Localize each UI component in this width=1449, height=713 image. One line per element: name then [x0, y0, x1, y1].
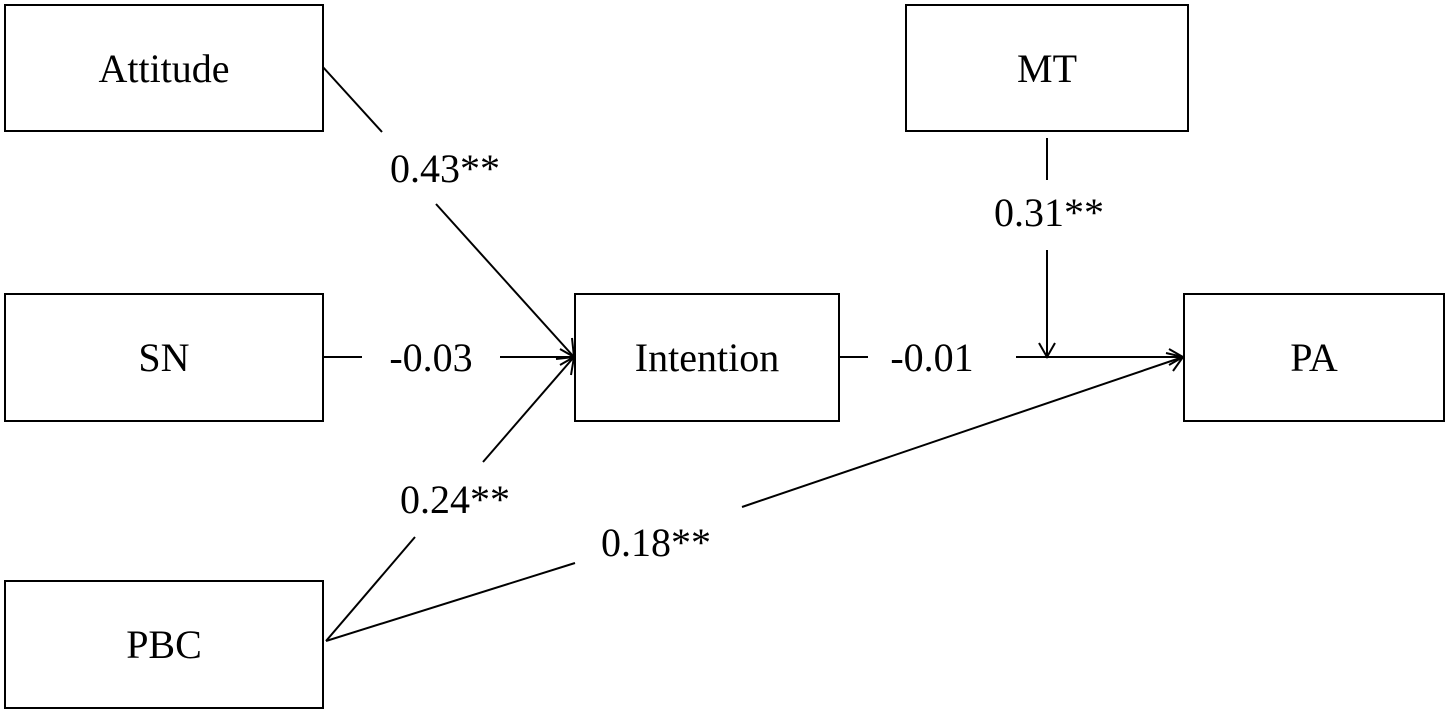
node-mt: MT — [905, 4, 1189, 132]
node-pbc: PBC — [4, 580, 324, 709]
coef-sn-intention: -0.03 — [385, 338, 477, 378]
coef-pbc-pa: 0.18** — [597, 523, 715, 563]
arrowhead-mt — [1038, 342, 1056, 360]
coef-intention-pa: -0.01 — [886, 338, 978, 378]
node-pbc-label: PBC — [126, 622, 202, 667]
arrow-pbc-pa-lower — [325, 562, 576, 642]
arrow-pbc-pa-upper — [741, 356, 1184, 508]
node-pa: PA — [1183, 293, 1445, 422]
coef-attitude-intention: 0.43** — [386, 149, 504, 189]
node-sn-label: SN — [138, 335, 190, 380]
node-intention: Intention — [574, 293, 840, 422]
node-attitude: Attitude — [4, 4, 324, 132]
arrow-attitude-intention-upper — [321, 65, 383, 133]
node-attitude-label: Attitude — [98, 45, 230, 91]
arrow-pbc-intention-upper — [482, 356, 575, 463]
node-pa-label: PA — [1290, 335, 1338, 380]
arrow-attitude-intention-lower — [435, 203, 575, 358]
coef-pbc-intention: 0.24** — [396, 480, 514, 520]
node-mt-label: MT — [1017, 45, 1077, 91]
arrow-pbc-intention-lower — [325, 536, 416, 642]
node-intention-label: Intention — [634, 335, 780, 380]
node-sn: SN — [4, 293, 324, 422]
coef-mt-moderation: 0.31** — [990, 193, 1108, 233]
